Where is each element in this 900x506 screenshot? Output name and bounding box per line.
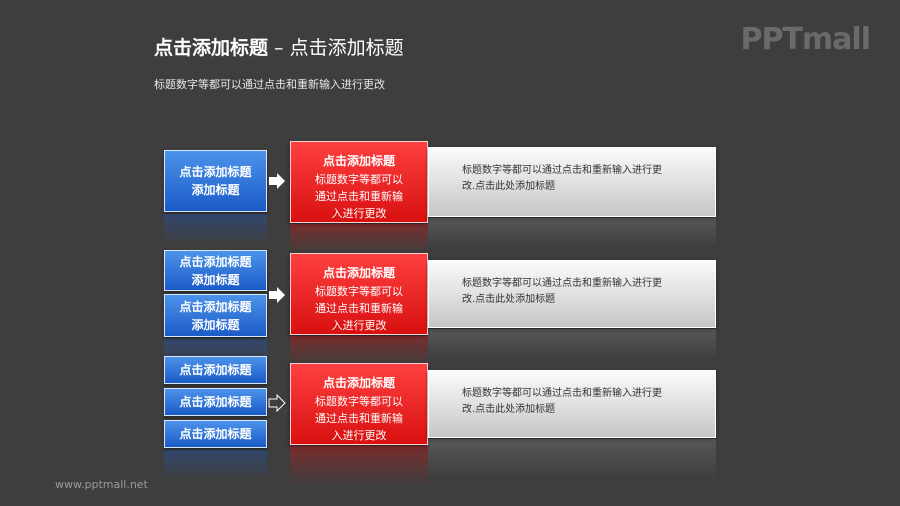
row2-grey-reflection [428, 329, 716, 359]
blue-box-label: 点击添加标题 [179, 363, 252, 377]
blue-box-label: 点击添加标题 添加标题 [179, 299, 252, 332]
row2-blue-box-1[interactable]: 点击添加标题 添加标题 [164, 250, 267, 291]
red-box-title: 点击添加标题 [322, 266, 395, 280]
title-separator: – [268, 37, 290, 59]
title-main: 点击添加标题 [154, 37, 269, 59]
row1-blue-reflection [164, 214, 267, 244]
row3-grey-reflection [428, 439, 716, 479]
slide-title: 点击添加标题 – 点击添加标题 [154, 33, 404, 60]
grey-box-text: 标题数字等都可以通过点击和重新输入进行更 改.点击此处添加标题 [462, 165, 662, 192]
red-box-body: 标题数字等都可以 通过点击和重新输 入进行更改 [315, 173, 403, 220]
red-box-body: 标题数字等都可以 通过点击和重新输 入进行更改 [315, 395, 403, 442]
row3-blue-box-2[interactable]: 点击添加标题 [164, 388, 267, 416]
row1-blue-box-1[interactable]: 点击添加标题 添加标题 [164, 150, 267, 212]
blue-box-label: 点击添加标题 [179, 395, 252, 409]
row1-grey-box[interactable]: 标题数字等都可以通过点击和重新输入进行更 改.点击此处添加标题 [428, 147, 716, 217]
title-sub: 点击添加标题 [289, 37, 404, 59]
row3-blue-box-3[interactable]: 点击添加标题 [164, 420, 267, 448]
footer-url: www.pptmall.net [55, 478, 148, 491]
row2-grey-box[interactable]: 标题数字等都可以通过点击和重新输入进行更 改.点击此处添加标题 [428, 260, 716, 328]
row3-blue-reflection [164, 450, 267, 480]
blue-box-label: 点击添加标题 添加标题 [179, 254, 252, 287]
arrow-right-outline-icon [268, 394, 286, 412]
row2-red-box[interactable]: 点击添加标题 标题数字等都可以 通过点击和重新输 入进行更改 [290, 253, 428, 335]
row3-blue-box-1[interactable]: 点击添加标题 [164, 356, 267, 384]
row3-red-box[interactable]: 点击添加标题 标题数字等都可以 通过点击和重新输 入进行更改 [290, 363, 428, 445]
row1-red-reflection [290, 224, 428, 254]
slide-subtitle: 标题数字等都可以通过点击和重新输入进行更改 [154, 78, 385, 91]
red-box-title: 点击添加标题 [322, 154, 395, 168]
row2-red-reflection [290, 336, 428, 366]
red-box-title: 点击添加标题 [322, 376, 395, 390]
arrow-right-icon [269, 287, 285, 303]
blue-box-label: 点击添加标题 添加标题 [179, 165, 252, 197]
row3-grey-box[interactable]: 标题数字等都可以通过点击和重新输入进行更 改.点击此处添加标题 [428, 370, 716, 438]
row1-red-box[interactable]: 点击添加标题 标题数字等都可以 通过点击和重新输 入进行更改 [290, 141, 428, 223]
row3-red-reflection [290, 446, 428, 486]
row2-blue-box-2[interactable]: 点击添加标题 添加标题 [164, 294, 267, 337]
blue-box-label: 点击添加标题 [179, 427, 252, 441]
grey-box-text: 标题数字等都可以通过点击和重新输入进行更 改.点击此处添加标题 [462, 388, 662, 415]
row1-grey-reflection [428, 218, 716, 248]
grey-box-text: 标题数字等都可以通过点击和重新输入进行更 改.点击此处添加标题 [462, 278, 662, 305]
red-box-body: 标题数字等都可以 通过点击和重新输 入进行更改 [315, 285, 403, 332]
arrow-right-icon [269, 173, 285, 189]
pptmall-logo: PPTmall [740, 22, 871, 57]
